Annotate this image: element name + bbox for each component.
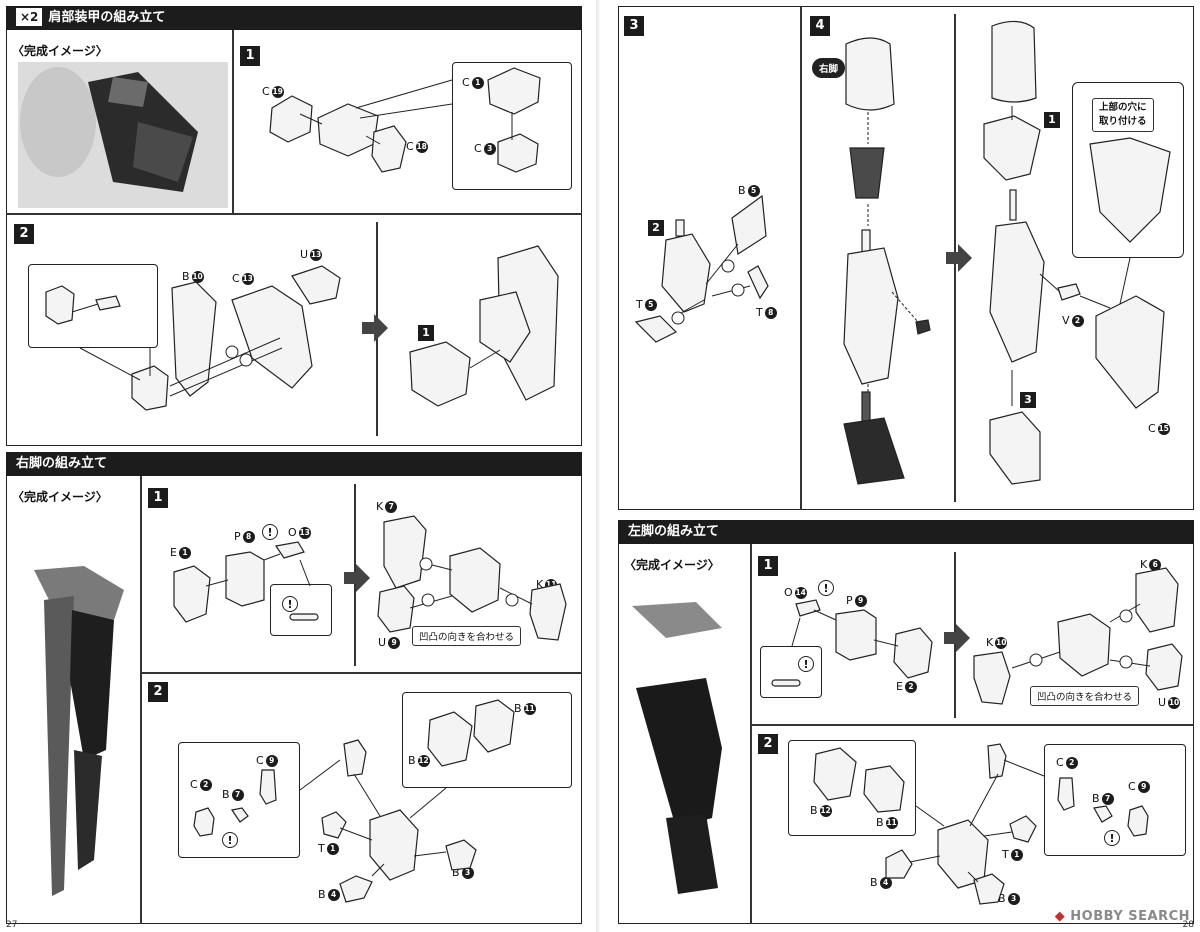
shoulder-step2-ref: 1	[418, 325, 434, 341]
right-leg-step1-inset	[270, 584, 332, 636]
right-leg-step2-drawing	[193, 699, 515, 903]
right-leg-complete-label: 〈完成イメージ〉	[12, 490, 108, 504]
left-leg-step2-drawing	[813, 743, 1149, 905]
shoulder-section-title: 肩部装甲の組み立て	[48, 10, 166, 25]
right-leg-step1-drawing	[173, 515, 567, 641]
warning-icon: !	[262, 524, 278, 540]
right-leg-step-4: 4	[810, 16, 830, 36]
left-leg-step-1: 1	[758, 556, 778, 576]
step4-callout: 上部の穴に 取り付ける	[1092, 98, 1154, 132]
step3-ref: 2	[648, 220, 664, 236]
right-leg-step-2: 2	[148, 682, 168, 702]
shoulder-complete-photo	[18, 62, 228, 208]
step4-drawing	[843, 20, 1171, 485]
right-leg-step-3: 3	[624, 16, 644, 36]
right-leg-complete-photo	[14, 560, 138, 900]
step4-ref-3: 3	[1020, 392, 1036, 408]
left-leg-alignment-note: 凹凸の向きを合わせる	[1030, 686, 1140, 706]
shoulder-complete-label: 〈完成イメージ〉	[12, 44, 108, 58]
right-leg-step-1: 1	[148, 488, 168, 508]
warning-icon: !	[1104, 830, 1120, 846]
shoulder-section-header: ×2 肩部装甲の組み立て	[6, 6, 582, 30]
step3-drawing	[634, 194, 769, 343]
left-leg-section-header: 左脚の組み立て	[618, 520, 1194, 544]
left-leg-step1-inset	[760, 646, 822, 698]
shoulder-step-1: 1	[240, 46, 260, 66]
hobby-search-watermark: ◆ HOBBY SEARCH	[1054, 909, 1190, 924]
left-leg-step-2: 2	[758, 734, 778, 754]
right-leg-section-header: 右脚の組み立て	[6, 452, 582, 476]
left-leg-complete-photo	[626, 598, 748, 898]
left-leg-complete-label: 〈完成イメージ〉	[624, 558, 720, 572]
shoulder-step2-drawing	[45, 245, 559, 411]
left-leg-step1-drawing	[771, 567, 1183, 705]
page-number-left: 27	[6, 920, 18, 930]
multiplier-badge: ×2	[16, 7, 43, 26]
right-leg-tag: 右脚	[812, 58, 846, 78]
warning-icon: !	[222, 832, 238, 848]
shoulder-step-2: 2	[14, 224, 34, 244]
warning-icon: !	[282, 596, 298, 612]
right-leg-alignment-note: 凹凸の向きを合わせる	[412, 626, 522, 646]
page-number-right: 28	[1182, 920, 1194, 930]
warning-icon: !	[798, 656, 814, 672]
step4-ref-1: 1	[1044, 112, 1060, 128]
shoulder-step1-drawing	[269, 67, 541, 173]
hobby-search-logo-icon: ◆	[1054, 909, 1071, 924]
warning-icon: !	[818, 580, 834, 596]
